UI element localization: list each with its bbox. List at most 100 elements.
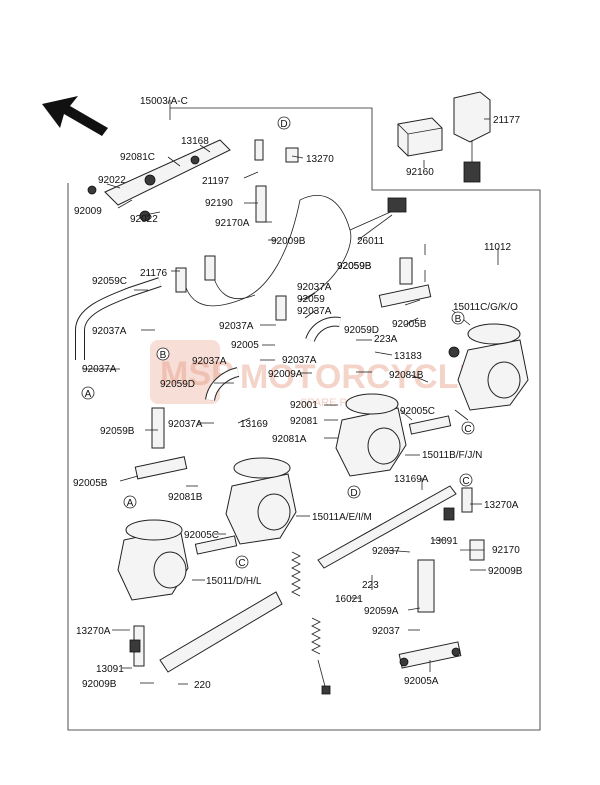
part-label: 16021 [335,594,363,605]
part-label: 15011/D/H/L [206,576,262,587]
part-label: 92022 [130,214,158,225]
part-label: 92081B [389,370,424,381]
relay-box-92160 [397,117,443,157]
leader-lines [82,100,499,685]
watermark: MSP MOTORCYCLE SPARE PARTS [150,340,481,409]
svg-text:A: A [85,389,92,400]
svg-text:B: B [160,350,167,361]
part-label: 92037 [372,626,400,637]
callout-D-top: D [277,116,291,130]
callout-A-lower: A [123,495,137,509]
part-label: 92059D [160,379,195,390]
callout-A-left: A [81,386,95,400]
callout-B-left: B [156,347,170,361]
hose-92059C [75,277,162,360]
carburetor-15011 [117,519,189,601]
part-label: 92170 [492,545,520,556]
callout-C-right: C [461,421,475,435]
part-label: 13270A [76,626,111,637]
link-rod-13169A [317,485,457,569]
part-label: 92170A [215,218,250,229]
part-label: 13270A [484,500,519,511]
part-label: 13091 [430,536,458,547]
callout-C-mid: C [235,555,249,569]
svg-text:B: B [455,314,462,325]
part-label: 220 [194,680,211,691]
part-label: 223A [374,334,398,345]
part-label: 92005A [404,676,439,687]
tube-92059B [151,257,435,613]
svg-text:C: C [462,476,469,487]
callout-B-right: B [451,311,465,325]
part-label: 13169A [394,474,429,485]
part-label: 92081C [120,152,155,163]
part-label: 92009B [271,236,306,247]
part-label: 92081A [272,434,307,445]
hose-92059D-left [205,367,240,402]
frame-outline [67,107,541,731]
part-label: 92059D [344,325,379,336]
part-labels: 15003/A-C 13168 92081C 92022 92009 92022… [73,96,523,691]
carburetor-15011B [335,393,407,477]
svg-text:C: C [464,424,471,435]
wire-harness-26011 [175,195,407,307]
part-label: 92037A [282,355,317,366]
part-label: 13169 [240,419,268,430]
part-label: 92160 [406,167,434,178]
part-label: 15011C/G/K/O [453,302,518,313]
svg-text:C: C [238,558,245,569]
fitting-92005B [134,284,432,480]
part-label: 92009B [488,566,523,577]
part-label: 92081B [168,492,203,503]
part-label: 92037A [297,282,332,293]
link-rod-13169 [159,591,283,673]
part-label: 15011A/E/I/M [312,512,372,523]
part-label: 92059A [364,606,399,617]
fitting-92005C [194,415,452,555]
part-label: 92059B [337,261,372,272]
carburetor-15011A [225,457,297,545]
part-label: 92037A [192,356,227,367]
part-label: 11012 [484,242,512,253]
part-label: 92001 [290,400,318,411]
part-label: 92059B [100,426,135,437]
part-label: 92037 [372,546,400,557]
svg-text:D: D [280,119,287,130]
part-label: 92037A [219,321,254,332]
part-label: 92009A [268,369,303,380]
part-label: 92005C [400,406,435,417]
part-label: 21176 [140,268,168,279]
hose-92059D-right [305,316,341,343]
part-label: 92005C [184,530,219,541]
part-label: 21177 [493,115,521,126]
part-label: 92190 [205,198,233,209]
part-label: 15011B/F/J/N [422,450,482,461]
fuel-pipe-21197 [254,139,299,223]
callout-C-right-lower: C [459,473,473,487]
part-label: 92005B [73,478,108,489]
direction-arrow [42,96,108,136]
part-label: 92037A [297,306,332,317]
part-label: 92081 [290,416,318,427]
part-label: 13168 [181,136,209,147]
svg-text:MOTORCYCLE: MOTORCYCLE [240,358,481,396]
part-label: 92059B [337,261,372,272]
fitting-92005A [398,641,462,669]
svg-text:D: D [350,488,357,499]
part-label: 15003/A-C [140,96,188,107]
part-label: 21197 [202,176,230,187]
part-label: 92037A [168,419,203,430]
part-label: 13183 [394,351,422,362]
spring-16021 [291,551,331,695]
part-label: 92005B [392,319,427,330]
part-label: 223 [362,580,379,591]
relay-21177 [453,91,491,183]
carburetor-15011C [448,323,529,411]
part-label: 92005 [231,340,259,351]
part-label: 26011 [357,236,385,247]
sensor-bracket-13168 [87,139,231,222]
part-label: 92022 [98,175,126,186]
part-label: 13270 [306,154,334,165]
